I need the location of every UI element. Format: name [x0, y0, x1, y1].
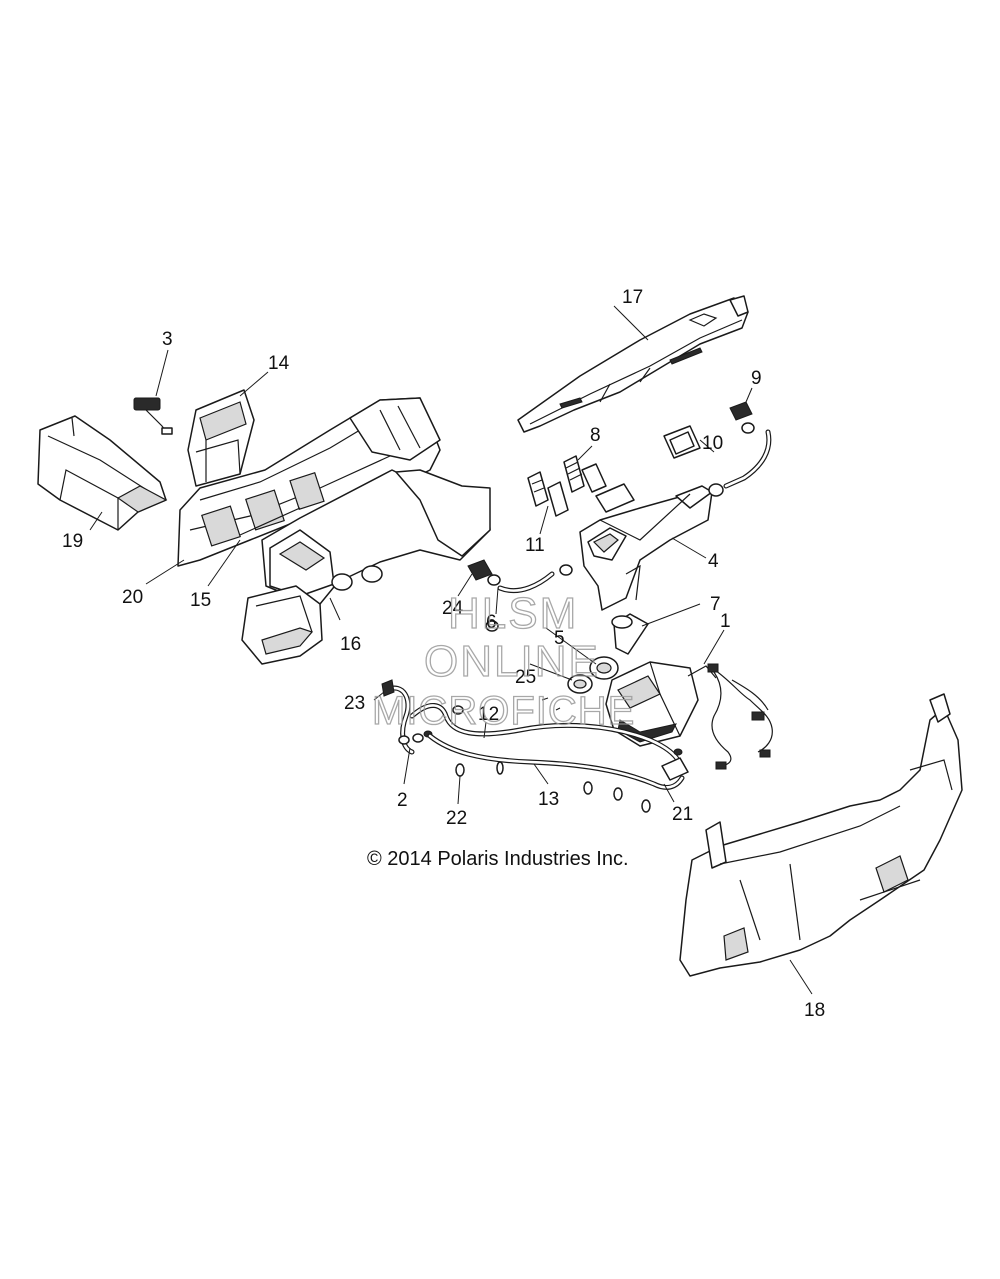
part-17-top-panel — [517, 295, 749, 433]
callout-13: 13 — [538, 789, 559, 810]
copyright-notice: © 2014 Polaris Industries Inc. — [367, 848, 629, 870]
part-11-vent-bezel — [527, 463, 607, 517]
callout-2: 2 — [397, 790, 408, 811]
part-16-center-console — [241, 469, 491, 665]
part-22-clamp — [452, 697, 651, 813]
part-4-duct-assembly — [579, 485, 713, 611]
callout-1: 1 — [720, 611, 731, 632]
part-21-hose-end — [661, 748, 689, 781]
callout-20: 20 — [122, 587, 143, 608]
part-10-vent-seal — [595, 425, 701, 513]
callout-10: 10 — [702, 433, 723, 454]
part-25-seal-ring — [567, 674, 593, 694]
callout-9: 9 — [751, 368, 762, 389]
part-19-side-duct — [37, 415, 168, 531]
callout-14: 14 — [268, 353, 290, 374]
watermark-line-1: HLSM — [448, 589, 578, 638]
callout-11: 11 — [525, 535, 545, 556]
part-12-hose — [409, 703, 683, 767]
callout-19: 19 — [62, 531, 83, 552]
callout-16: 16 — [340, 634, 361, 655]
callout-6: 6 — [486, 612, 497, 633]
callout-4: 4 — [708, 551, 719, 572]
callout-24: 24 — [442, 598, 464, 619]
callout-15: 15 — [190, 590, 211, 611]
part-7-elbow — [611, 613, 649, 655]
watermark: HLSM ONLINE MICROFICHE — [371, 588, 635, 733]
part-8-vent-grille — [563, 455, 585, 493]
part-3-switch — [133, 397, 173, 435]
watermark-line-3: MICROFICHE — [372, 689, 635, 733]
part-18-lower-panel — [679, 693, 963, 977]
part-5-blower-ring — [589, 656, 619, 680]
part-24-hose-fitting — [467, 559, 573, 632]
callout-18: 18 — [804, 1000, 825, 1021]
callout-7: 7 — [710, 594, 721, 615]
callout-22: 22 — [446, 808, 467, 829]
callout-25: 25 — [515, 667, 536, 688]
part-14-vent-housing — [187, 389, 255, 487]
watermark-line-2: ONLINE — [424, 637, 600, 686]
callout-21: 21 — [672, 804, 693, 825]
callout-8: 8 — [590, 425, 601, 446]
callout-12: 12 — [478, 704, 499, 725]
callout-5: 5 — [554, 628, 565, 649]
part-20-dash-frame — [177, 397, 441, 567]
callout-3: 3 — [162, 329, 173, 350]
callout-17: 17 — [622, 287, 643, 308]
leader-lines — [89, 305, 813, 995]
callout-labels: 3 14 17 9 10 8 11 4 7 1 5 25 24 6 16 19 … — [62, 287, 825, 1021]
callout-23: 23 — [344, 693, 365, 714]
wire-harness — [707, 663, 773, 770]
part-9-connector — [708, 401, 772, 497]
